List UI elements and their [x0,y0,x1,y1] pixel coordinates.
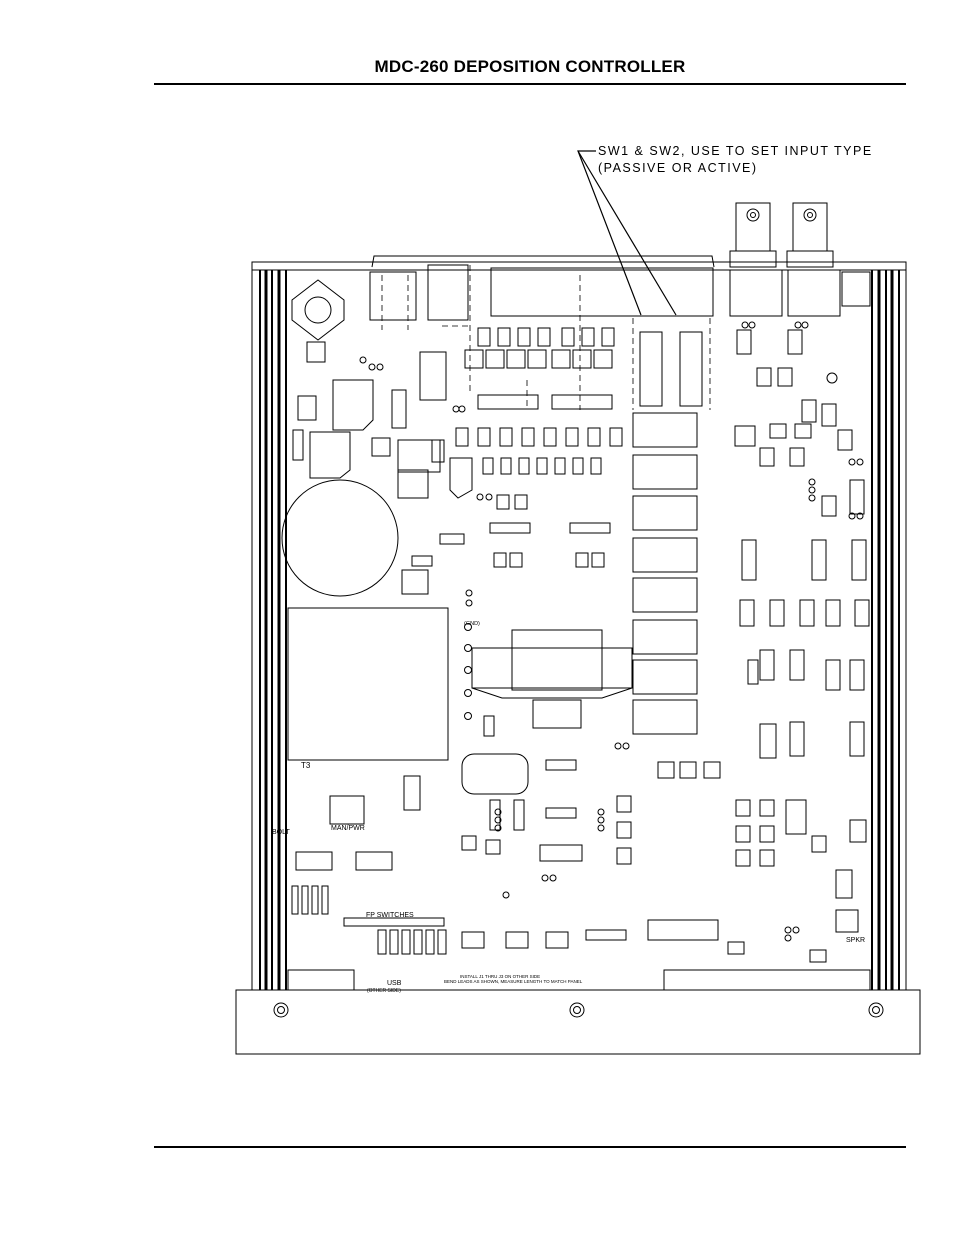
bnc-connector-right [786,202,834,268]
label-fp-switches: FP SWITCHES [366,912,414,919]
label-usb-sub: (OTHER SIDE) [367,988,401,994]
panel-screw-left [273,1002,289,1018]
dip-switch-sw2 [679,331,703,407]
large-capacitor [281,479,399,597]
side-rail-left [259,270,287,990]
label-spkr: SPKR [846,937,865,944]
header-rule [154,83,906,85]
callout-text: SW1 & SW2, USE TO SET INPUT TYPE (PASSIV… [598,143,873,177]
install-note-line-1: INSTALL J1 THRU J3 ON OTHER SIDE [460,974,540,979]
callout-leader [577,150,642,316]
front-panel [235,989,921,1055]
label-gnd: (GND) [464,621,480,627]
install-note-line-2: BEND LEADS AS SHOWN, MEASURE LENGTH TO M… [444,979,583,984]
label-usb: USB [387,980,402,987]
transformer-t3 [287,607,449,761]
label-man-pwr: MAN/PWR [331,825,365,832]
bnc-connector-left [729,202,777,268]
label-bolt: BOLT [272,829,290,836]
dip-switch-sw1 [639,331,663,407]
side-rail-right [871,270,900,990]
label-t3: T3 [301,761,311,770]
panel-screw-right [868,1002,884,1018]
relay-column [632,412,698,735]
page-title: MDC-260 DEPOSITION CONTROLLER [374,57,686,76]
callout-leader-2 [577,150,677,316]
callout-line-1: SW1 & SW2, USE TO SET INPUT TYPE [598,144,873,158]
callout-line-2: (PASSIVE OR ACTIVE) [598,161,758,175]
panel-screw-center [569,1002,585,1018]
footer-rule [154,1146,906,1148]
